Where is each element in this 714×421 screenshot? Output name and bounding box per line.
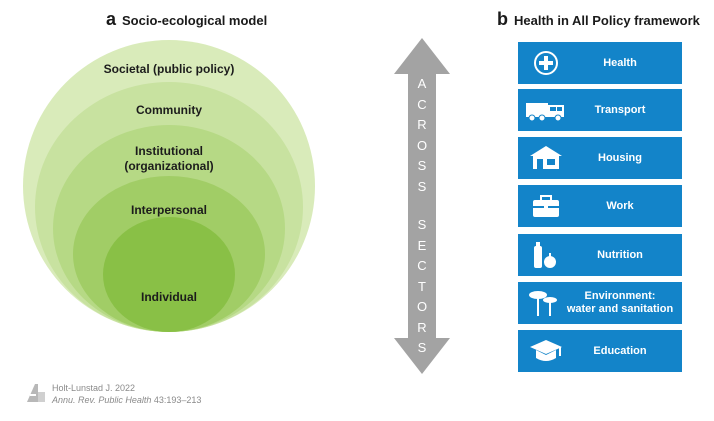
level-label-interpersonal: Interpersonal <box>130 203 208 217</box>
bottle-apple-icon <box>534 242 556 268</box>
arrow-letter: C <box>417 258 427 273</box>
level-label-institutional: Institutional (organizational) <box>124 144 214 173</box>
sector-nutrition: Nutrition <box>518 234 682 276</box>
panel-a-title: a Socio-ecological model <box>106 9 267 30</box>
sector-environment: Environment: water and sanitation <box>518 282 682 324</box>
socio-ecological-model: Societal (public policy) Community Insti… <box>23 40 315 332</box>
sector-label: Housing <box>598 151 642 164</box>
panel-b-letter: b <box>497 9 508 29</box>
sector-label: Education <box>593 344 647 357</box>
level-label-community: Community <box>136 103 202 117</box>
house-icon <box>530 146 562 169</box>
sector-education: Education <box>518 330 682 372</box>
credit-citation: 43:193–213 <box>151 395 202 405</box>
level-label-societal: Societal (public policy) <box>103 62 235 76</box>
arrow-letter: S <box>417 217 427 232</box>
credit-journal: Annu. Rev. Public Health <box>52 395 152 405</box>
briefcase-icon <box>533 195 559 217</box>
arrow-letter: E <box>417 237 427 253</box>
panel-b-title: b Health in All Policy framework <box>497 9 700 30</box>
panel-b-title-text: Health in All Policy framework <box>514 13 700 28</box>
ring-individual <box>103 217 235 332</box>
arrow-letter: T <box>418 278 426 294</box>
graduation-cap-icon <box>530 340 562 361</box>
level-label-individual: Individual <box>140 290 197 304</box>
panel-a-title-text: Socio-ecological model <box>122 13 268 28</box>
arrow-letter: S <box>417 340 427 355</box>
arrow-letter: O <box>416 137 428 153</box>
across-sectors-arrow <box>394 38 450 374</box>
sector-label: Transport <box>594 103 646 116</box>
sector-label: Work <box>606 199 634 212</box>
palm-tree-icon <box>529 291 557 316</box>
sector-health: Health <box>518 42 682 84</box>
panel-a-letter: a <box>106 9 117 29</box>
arrow-letter: R <box>417 117 427 132</box>
sector-transport: Transport <box>518 89 682 131</box>
annual-reviews-logo-icon <box>27 384 45 402</box>
sector-label: Nutrition <box>597 248 643 261</box>
credit-author: Holt-Lunstad J. 2022 <box>52 383 136 393</box>
arrow-letter: S <box>417 178 427 194</box>
sector-label: Health <box>603 56 637 69</box>
sector-label: Environment: water and sanitation <box>566 290 674 315</box>
arrow-letter: S <box>417 158 427 173</box>
arrow-letter: R <box>417 319 427 335</box>
arrow-letter: O <box>416 299 428 314</box>
truck-bus-icon <box>526 103 564 122</box>
arrow-letter: C <box>417 96 427 112</box>
sector-work: Work <box>518 185 682 227</box>
sector-housing: Housing <box>518 137 682 179</box>
arrow-letter: A <box>417 76 427 91</box>
health-cross-icon <box>534 51 558 75</box>
